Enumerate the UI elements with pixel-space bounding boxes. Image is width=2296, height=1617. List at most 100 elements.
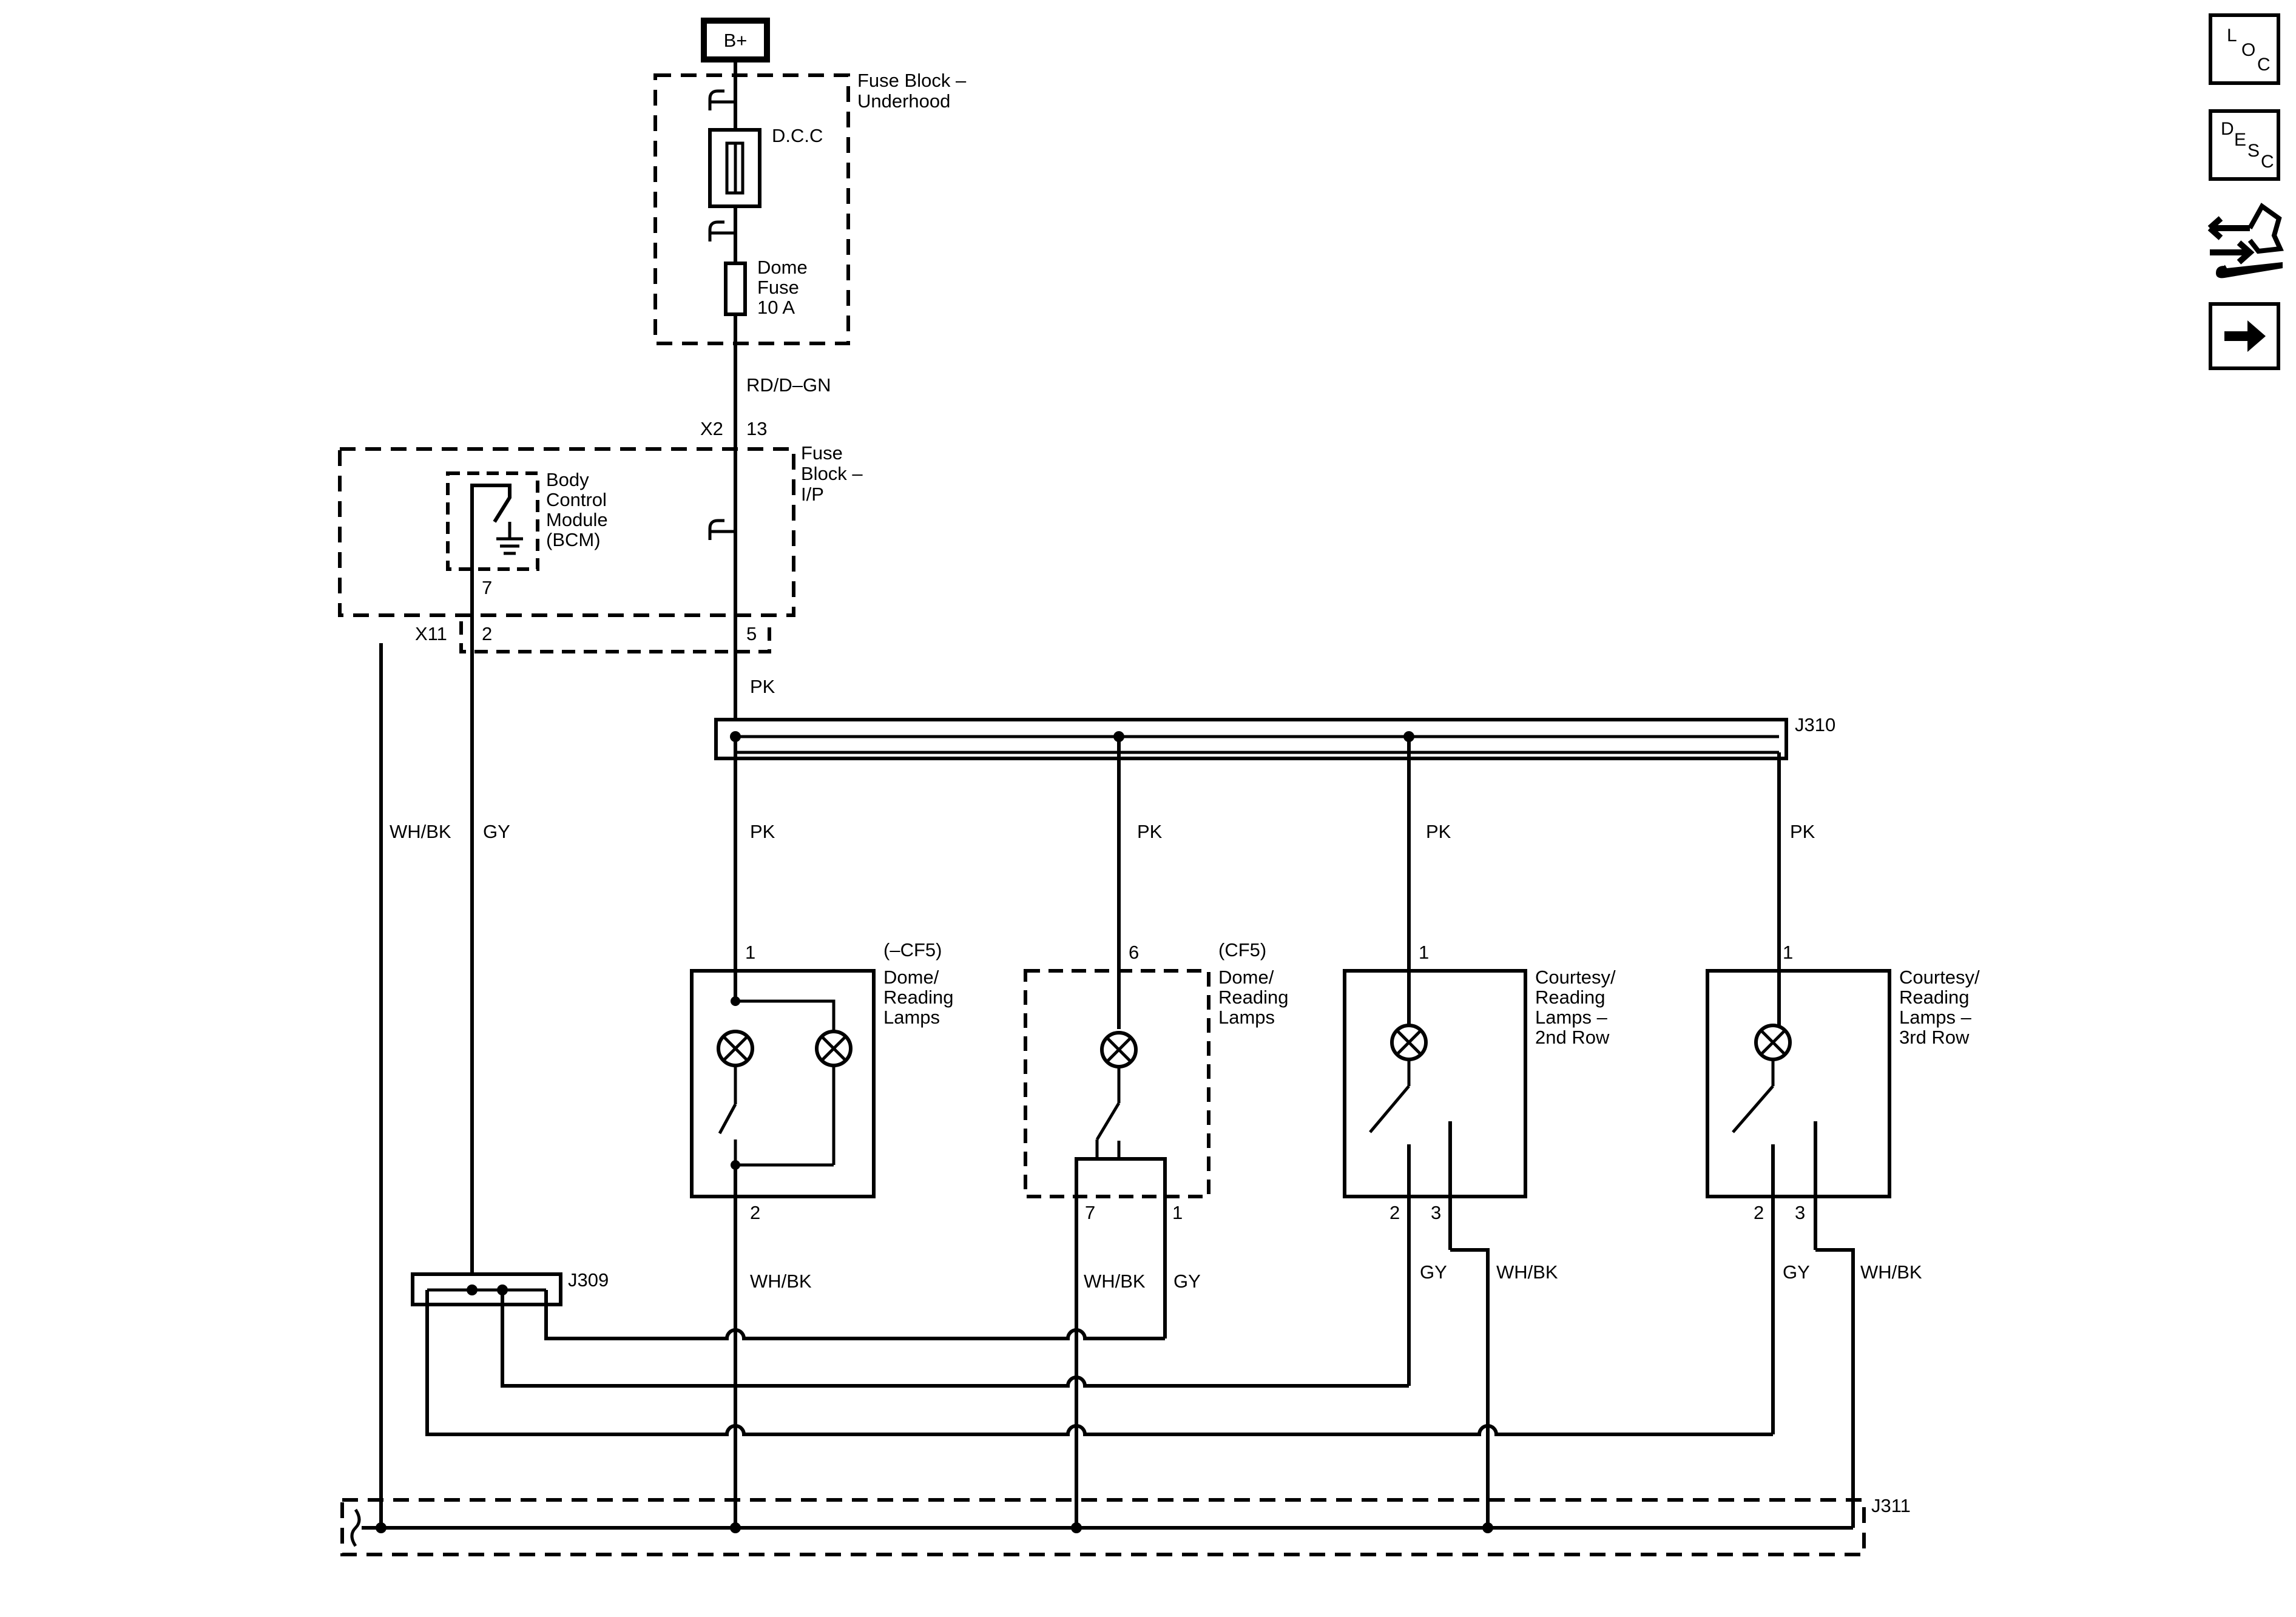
lamp-4-pin-2: 2 — [1754, 1202, 1764, 1223]
lamp-1-pin-2: 2 — [750, 1202, 760, 1223]
lamp-3-label-2: Reading — [1535, 987, 1605, 1008]
fuse-block-ip-box — [338, 447, 795, 617]
lamp-1-box — [690, 969, 876, 1198]
lamp-3-switch — [1369, 1085, 1410, 1133]
wire-label-gy-2: GY — [1173, 1271, 1201, 1292]
splice-j311-label: J311 — [1871, 1495, 1911, 1516]
lamp-1-switch — [718, 1103, 737, 1135]
connector-hook-1 — [708, 89, 735, 110]
description-view-button[interactable]: D E S C — [2209, 109, 2280, 181]
connector-x2-label: X2 — [700, 418, 723, 439]
lamp-1-bulb-icon — [718, 1031, 752, 1065]
wire-label-gy-3: GY — [1420, 1261, 1447, 1283]
dome-fuse-rating: 10 A — [757, 297, 795, 318]
lamp-3-pin-3: 3 — [1431, 1202, 1441, 1223]
bcm-switch — [470, 484, 512, 569]
lamp-2-pin-7: 7 — [1085, 1202, 1095, 1223]
next-arrow-icon — [2224, 320, 2266, 352]
location-view-button[interactable]: L O C — [2209, 13, 2280, 85]
wire-label-wh-bk-2: WH/BK — [1084, 1271, 1146, 1292]
fuse-block-ip-title-3: I/P — [801, 484, 824, 505]
lamp-2-label-3: Lamps — [1218, 1007, 1275, 1028]
connector-x11-pin-2: 2 — [482, 623, 492, 644]
lamp-4-pin-3: 3 — [1795, 1202, 1805, 1223]
lamp-4-pin-1: 1 — [1783, 942, 1793, 963]
lamp-2-label: Dome/ — [1218, 967, 1274, 988]
bcm-label: Body — [546, 469, 589, 490]
connector-hook-3 — [708, 519, 735, 540]
desc-letter-s: S — [2247, 141, 2260, 161]
lamp-3-pin-2: 2 — [1389, 1202, 1400, 1223]
lamp-2-pin-6: 6 — [1129, 942, 1139, 963]
bcm-pin-7: 7 — [482, 577, 492, 598]
lamp-3-pin-1: 1 — [1419, 942, 1429, 963]
dome-fuse-label-2: Fuse — [757, 277, 799, 298]
splice-j310-label: J310 — [1795, 714, 1835, 735]
wire-label-wh-bk-3: WH/BK — [1496, 1261, 1558, 1283]
dcc-label: D.C.C — [772, 125, 823, 146]
fuse-block-underhood-title-2: Underhood — [857, 90, 950, 112]
wire-gy-to-lamp-4 — [425, 1290, 1773, 1436]
lamp-2-switch — [1095, 1102, 1121, 1141]
lamp-4-label-2: Reading — [1899, 987, 1969, 1008]
next-arrow-button[interactable] — [2209, 302, 2280, 370]
lamp-2-box — [1024, 969, 1210, 1198]
fuse-block-underhood-box — [653, 73, 850, 345]
dome-fuse — [724, 262, 747, 316]
wire-label-gy-bcm: GY — [483, 821, 510, 842]
lamp-2-bulb-icon — [1102, 1033, 1136, 1067]
desc-letter-c: C — [2261, 152, 2274, 172]
wire-label-pk-4: PK — [1790, 821, 1815, 842]
lamp-4-switch — [1732, 1085, 1774, 1133]
battery-positive-label: B+ — [724, 30, 748, 51]
fuse-block-underhood-title: Fuse Block – — [857, 70, 967, 91]
lamp-4-bulb-icon — [1756, 1025, 1790, 1059]
lamp-3-bulb-icon — [1392, 1025, 1426, 1059]
wire-label-pk-3: PK — [1426, 821, 1451, 842]
lamp-3-label-4: 2nd Row — [1535, 1027, 1610, 1048]
desc-letter-e: E — [2234, 130, 2247, 150]
connector-x11-pin-5: 5 — [746, 623, 757, 644]
loc-letter-l: L — [2227, 25, 2237, 46]
wire-label-rd-dgn: RD/D–GN — [746, 374, 831, 396]
lamp-2-pin-1: 1 — [1172, 1202, 1183, 1223]
lamp-1-label: Dome/ — [883, 967, 939, 988]
bcm-label-2: Control — [546, 489, 607, 510]
wire-label-wh-bk-left: WH/BK — [390, 821, 451, 842]
connector-icon[interactable] — [2207, 200, 2286, 280]
lamp-4-label: Courtesy/ — [1899, 967, 1980, 988]
wire-label-wh-bk-1: WH/BK — [750, 1271, 812, 1292]
wire-label-pk-1: PK — [750, 821, 775, 842]
lamp-4-label-3: Lamps – — [1899, 1007, 1972, 1028]
wire-label-wh-bk-4: WH/BK — [1860, 1261, 1922, 1283]
bcm-box — [446, 471, 539, 571]
wire-gy-to-lamp-2 — [544, 1290, 1165, 1340]
lamp-1-pin-1: 1 — [745, 942, 755, 963]
fuse-block-ip-title-2: Block – — [801, 463, 863, 484]
fuse-block-ip-title: Fuse — [801, 442, 843, 464]
dome-fuse-label: Dome — [757, 257, 808, 278]
lamp-3-box — [1343, 969, 1527, 1198]
lamp-3-label-3: Lamps – — [1535, 1007, 1608, 1028]
lamp-4-label-4: 3rd Row — [1899, 1027, 1970, 1048]
connector-x11-label: X11 — [415, 623, 447, 644]
lamp-2-label-2: Reading — [1218, 987, 1288, 1008]
lamp-1-bulb-2-icon — [817, 1031, 851, 1065]
lamp-3-label: Courtesy/ — [1535, 967, 1616, 988]
bcm-label-4: (BCM) — [546, 529, 601, 550]
lamp-4-box — [1706, 969, 1891, 1198]
lamp-1-option: (–CF5) — [883, 939, 942, 960]
loc-letter-c: C — [2257, 55, 2271, 75]
bcm-label-3: Module — [546, 509, 608, 530]
desc-letter-d: D — [2221, 119, 2234, 139]
wire-label-pk-2: PK — [1137, 821, 1163, 842]
lamp-2-option: (CF5) — [1218, 939, 1266, 960]
lamp-1-label-3: Lamps — [883, 1007, 940, 1028]
pin-13-label: 13 — [746, 418, 767, 439]
connector-x11-outline — [459, 621, 771, 653]
loc-letter-o: O — [2241, 40, 2256, 60]
wire-label-pk-feed: PK — [750, 676, 775, 697]
connector-hook-2 — [708, 220, 735, 241]
lamp-1-label-2: Reading — [883, 987, 953, 1008]
